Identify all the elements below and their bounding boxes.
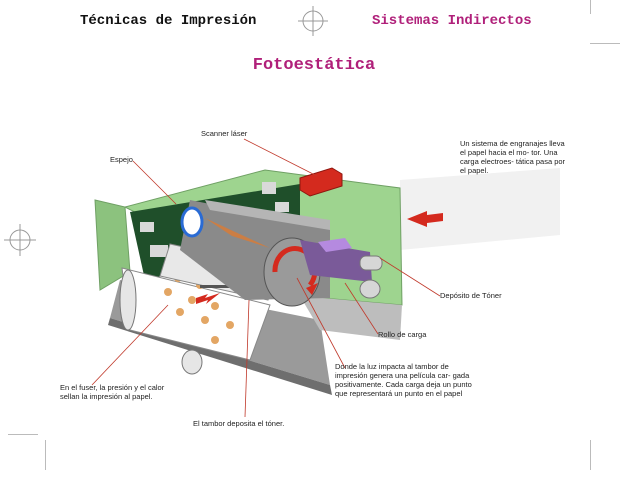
laser-beam [205, 218, 270, 248]
charge-roller [359, 279, 381, 299]
header-right-title: Sistemas Indirectos [372, 13, 532, 29]
crop-mark [45, 440, 46, 470]
toner-roller [359, 255, 383, 271]
label-toner: Depósito de Tóner [440, 291, 502, 300]
label-engranajes: Un sistema de engranajes lleva el papel … [460, 139, 566, 175]
crop-mark [8, 434, 38, 435]
crop-mark [590, 43, 620, 44]
crop-mark [590, 0, 591, 14]
chip [262, 182, 276, 194]
chip [275, 202, 289, 212]
tray-right [300, 296, 402, 340]
toner-hopper [300, 240, 372, 282]
chip [150, 245, 168, 257]
label-tambor: El tambor deposita el tóner. [193, 419, 285, 428]
label-luz: Donde la luz impacta al tambor de impres… [335, 362, 472, 398]
fuser-roller [181, 349, 203, 375]
arrow-right-icon [407, 211, 443, 227]
drum-highlight [205, 200, 330, 230]
registration-mark-icon [4, 224, 36, 256]
label-scanner: Scanner láser [201, 129, 248, 138]
label-fuser: En el fuser, la presión y el calor sella… [60, 383, 165, 401]
toner-powder [318, 238, 352, 252]
rotation-arrow-head [306, 283, 318, 295]
chip [140, 222, 154, 232]
laser-scanner [299, 167, 343, 197]
label-espejo: Espejo [110, 155, 133, 164]
mirror [180, 206, 204, 238]
leader-lines [91, 138, 441, 418]
page-title: Fotoestática [252, 56, 376, 75]
header-left-title: Técnicas de Impresión [80, 13, 257, 29]
fuser-roller [119, 269, 137, 331]
label-rollo: Rollo de carga [378, 330, 427, 339]
crop-mark [590, 440, 591, 470]
arrow-left-icon [196, 293, 220, 304]
paper-sheet [400, 168, 560, 250]
registration-mark-icon [298, 6, 328, 36]
